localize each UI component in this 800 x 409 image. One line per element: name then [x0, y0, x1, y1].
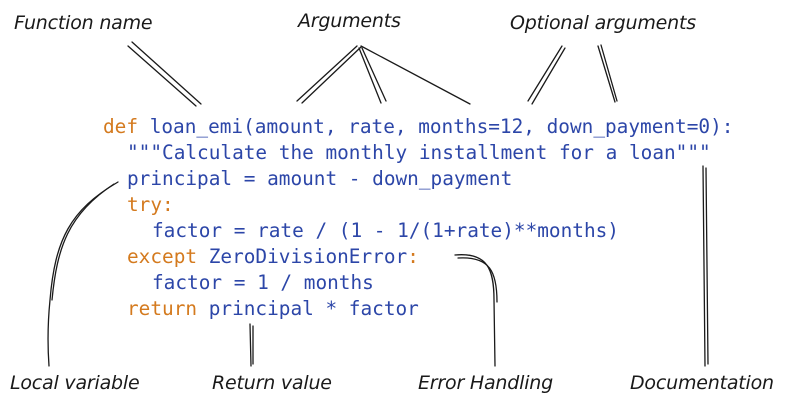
pointer-arguments-2	[358, 47, 382, 104]
exception-name: ZeroDivisionError	[197, 245, 408, 268]
label-return-value: Return value	[212, 372, 332, 394]
label-local-variable: Local variable	[10, 372, 140, 394]
pointer-arguments-3	[360, 45, 471, 105]
pointer-arguments-1b	[301, 46, 362, 104]
pointer-documentation	[702, 165, 706, 367]
code-line-return: return principal * factor	[127, 296, 419, 322]
keyword-def: def	[103, 115, 139, 138]
code-line-try: try:	[127, 192, 174, 218]
pointer-documentation-2	[705, 167, 709, 365]
keyword-except: except	[127, 245, 198, 268]
pointer-function-name-2	[127, 45, 197, 107]
code-line-def: def loan_emi(amount, rate, months=12, do…	[103, 114, 733, 140]
pointer-local-variable	[47, 181, 119, 367]
label-error-handling: Error Handling	[418, 372, 553, 394]
except-colon: :	[407, 245, 419, 268]
pointer-optional-1	[527, 45, 563, 102]
return-expression: principal * factor	[197, 297, 419, 320]
pointer-optional-1b	[531, 47, 566, 105]
pointer-arguments-2b	[361, 47, 387, 102]
pointer-optional-2b	[600, 44, 618, 102]
code-line-factor-fallback: factor = 1 / months	[152, 271, 374, 294]
code-line-except: except ZeroDivisionError:	[127, 244, 419, 270]
label-function-name: Function name	[14, 12, 153, 34]
keyword-try: try	[127, 193, 163, 216]
try-colon: :	[162, 193, 174, 216]
pointer-error-handling	[454, 254, 496, 367]
pointer-error-handling-2	[457, 257, 498, 303]
pointer-local-variable-2	[51, 183, 115, 301]
code-line-docstring: """Calculate the monthly installment for…	[127, 141, 711, 164]
keyword-return: return	[127, 297, 198, 320]
pointer-function-name	[131, 41, 202, 105]
label-documentation: Documentation	[630, 372, 774, 394]
pointer-return-value	[249, 323, 252, 367]
pointer-arguments-1	[296, 45, 358, 102]
pointer-optional-2	[597, 45, 616, 103]
function-signature: loan_emi(amount, rate, months=12, down_p…	[138, 115, 734, 138]
label-arguments: Arguments	[298, 10, 401, 32]
label-optional-arguments: Optional arguments	[510, 12, 696, 34]
code-line-factor-formula: factor = rate / (1 - 1/(1+rate)**months)	[152, 219, 619, 242]
code-line-principal: principal = amount - down_payment	[127, 167, 513, 190]
